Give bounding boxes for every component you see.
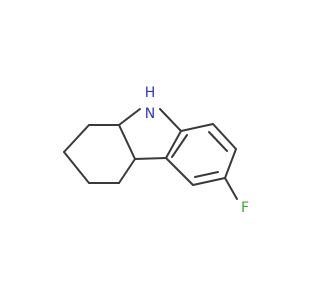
bond-benz-2-inner [208, 131, 228, 152]
bond-c-f [224, 177, 238, 200]
nitrogen-atom-label: N [145, 106, 155, 122]
bond-ring-f [118, 124, 136, 160]
fluorine-atom-label: F [241, 200, 249, 216]
bond-ring-c [63, 151, 90, 184]
bond-benz-5 [165, 157, 194, 186]
bond-benz-2 [212, 123, 237, 150]
bond-ring-e [118, 158, 136, 184]
bond-ring-b [63, 124, 90, 153]
bond-benz-3 [224, 148, 237, 179]
bond-n-c9a [159, 108, 182, 132]
bond-benz-1 [180, 123, 214, 132]
bond-c8a-n [118, 108, 141, 126]
bond-benz-4-inner [194, 171, 219, 178]
bond-c4b-c4a [134, 157, 167, 160]
bond-c9a-c4b [165, 130, 182, 159]
bond-benz-6-inner [171, 134, 188, 158]
hydrogen-atom-label: H [145, 85, 156, 101]
molecule-structure-diagram: N H F [63, 85, 249, 216]
bond-benz-4 [192, 177, 226, 186]
